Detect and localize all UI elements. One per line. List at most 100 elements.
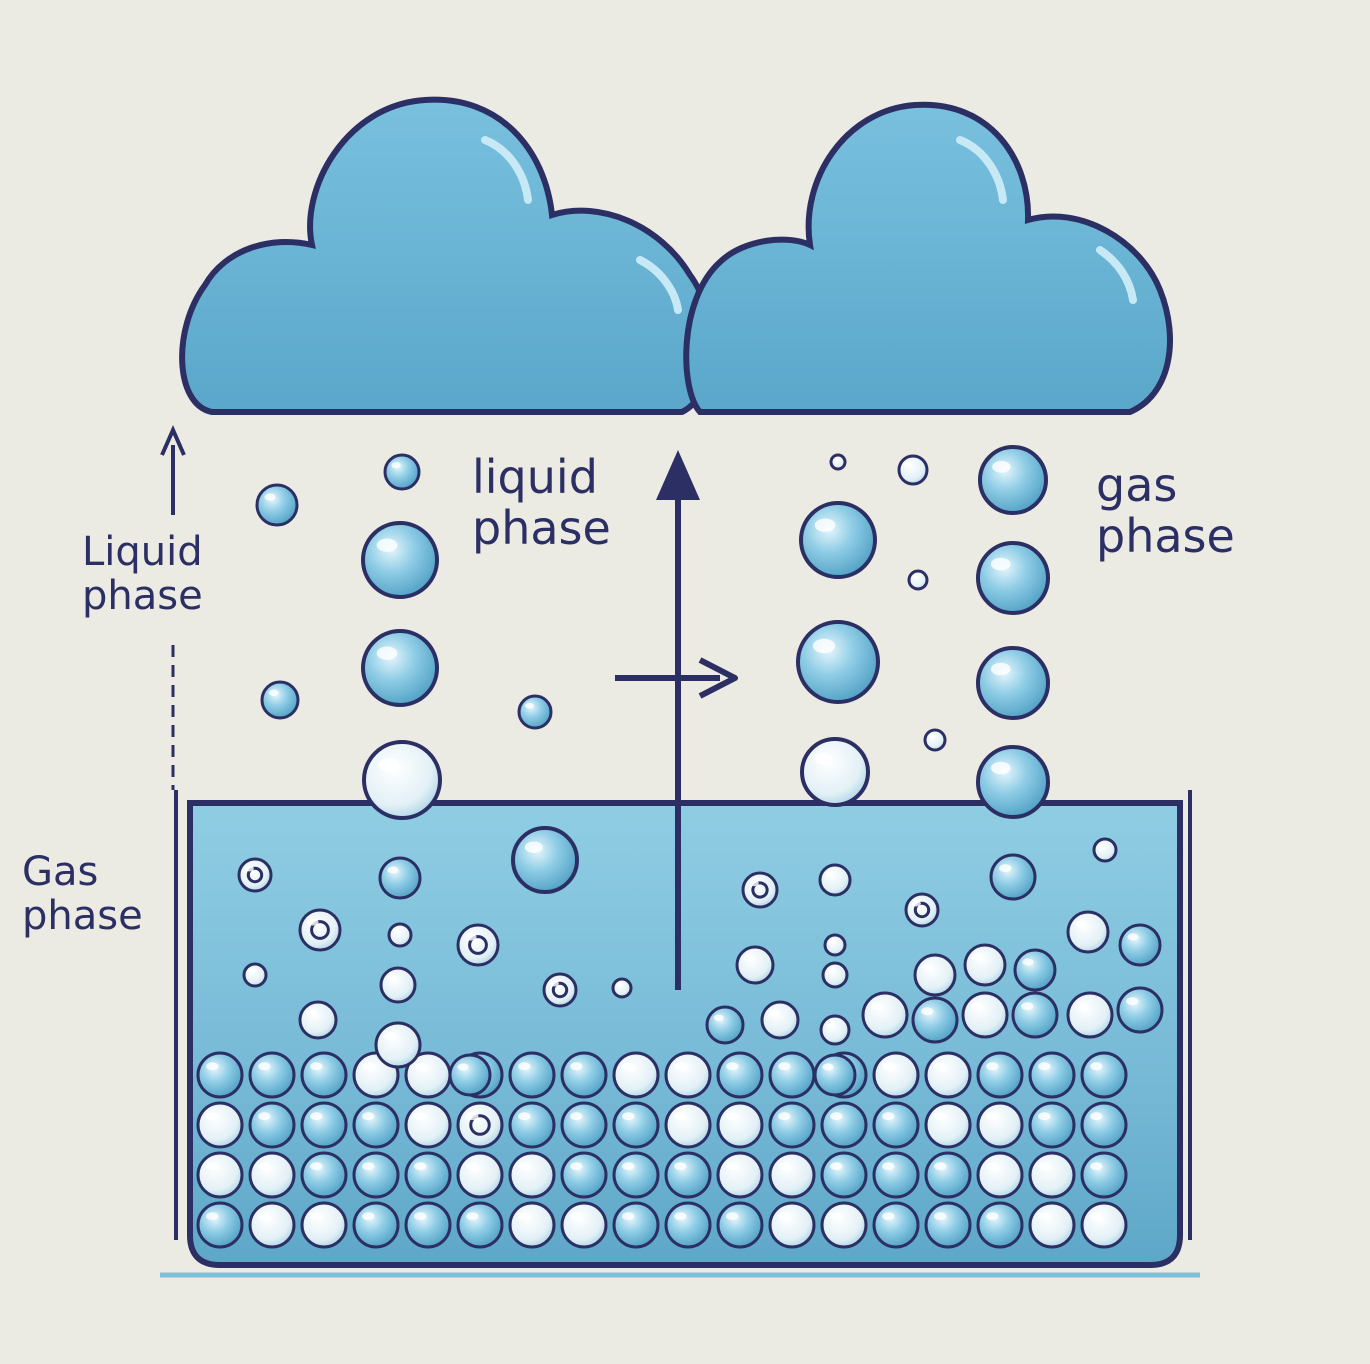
bubble-icon [741, 871, 779, 909]
bubble-icon [508, 1101, 556, 1149]
bubble-icon [813, 1053, 857, 1097]
bubble-icon [248, 1101, 296, 1149]
bubble-icon [1028, 1201, 1076, 1249]
bubble-icon [796, 620, 880, 704]
bubble-icon [387, 922, 413, 948]
bubble-icon [820, 1201, 868, 1249]
bubble-icon [298, 908, 342, 952]
bubble-icon [611, 977, 633, 999]
bubble-icon [1013, 948, 1057, 992]
bubble-icon [1028, 1051, 1076, 1099]
bubble-icon [508, 1201, 556, 1249]
bubble-icon [260, 680, 300, 720]
label-line: liquid [472, 450, 598, 504]
bubble-icon [542, 972, 578, 1008]
bubble-icon [560, 1201, 608, 1249]
bubble-icon [374, 1021, 422, 1069]
bubble-icon [248, 1051, 296, 1099]
bubble-icon [300, 1201, 348, 1249]
bubble-icon [976, 541, 1050, 615]
bubble-icon [1080, 1151, 1128, 1199]
bubble-icon [978, 445, 1048, 515]
arrow-up-center-icon [656, 450, 700, 990]
bubble-icon [1066, 991, 1114, 1039]
gas-bubbles [255, 445, 1050, 820]
bubble-icon [1080, 1051, 1128, 1099]
bubble-icon [768, 1101, 816, 1149]
bubble-icon [560, 1051, 608, 1099]
bubble-icon [976, 1201, 1024, 1249]
bubble-icon [508, 1051, 556, 1099]
bubble-icon [560, 1101, 608, 1149]
bubble-icon [612, 1051, 660, 1099]
bubble-icon [378, 856, 422, 900]
bubble-icon [1118, 923, 1162, 967]
bubble-icon [196, 1101, 244, 1149]
bubble-icon [456, 1201, 504, 1249]
bubble-icon [705, 1005, 745, 1045]
arrow-right-icon [615, 657, 738, 699]
bubble-icon [976, 646, 1050, 720]
bubble-icon [612, 1201, 660, 1249]
bubble-icon [963, 943, 1007, 987]
bubble-icon [907, 569, 929, 591]
bubble-icon [508, 1151, 556, 1199]
label-line: Gas [22, 849, 99, 895]
bubble-icon [716, 1151, 764, 1199]
bubble-icon [897, 454, 929, 486]
bubble-icon [820, 1151, 868, 1199]
bubble-icon [362, 740, 442, 820]
bubble-icon [976, 1151, 1024, 1199]
bubble-icon [612, 1151, 660, 1199]
bubble-icon [1116, 986, 1164, 1034]
bubble-icon [361, 629, 439, 707]
bubble-icon [913, 953, 957, 997]
bubble-icon [664, 1101, 712, 1149]
label-line: phase [1096, 508, 1235, 563]
bubble-icon [511, 826, 579, 894]
bubble-icon [664, 1051, 712, 1099]
bubble-icon [196, 1151, 244, 1199]
bubble-icon [361, 521, 439, 599]
bubble-icon [456, 923, 500, 967]
cloud-left-icon [179, 96, 714, 415]
label-liquid-phase-center: liquid phase [472, 452, 611, 553]
bubble-icon [352, 1151, 400, 1199]
bubble-icon [872, 1151, 920, 1199]
bubble-icon [1092, 837, 1118, 863]
bubble-icon [1080, 1201, 1128, 1249]
bubble-icon [196, 1201, 244, 1249]
label-line: Liquid [82, 529, 203, 575]
bubble-icon [248, 1201, 296, 1249]
bubble-icon [612, 1101, 660, 1149]
bubble-icon [404, 1101, 452, 1149]
label-line: gas [1096, 458, 1178, 512]
bubble-icon [298, 1000, 338, 1040]
bubble-icon [404, 1151, 452, 1199]
label-gas-phase-right: gas phase [1096, 460, 1235, 561]
bubble-icon [1080, 1101, 1128, 1149]
bubble-icon [976, 745, 1050, 819]
bubble-icon [768, 1201, 816, 1249]
bubble-icon [352, 1201, 400, 1249]
bubble-icon [300, 1101, 348, 1149]
bubble-icon [800, 737, 870, 807]
label-line: phase [82, 573, 203, 619]
bubble-icon [768, 1051, 816, 1099]
bubble-icon [976, 1101, 1024, 1149]
bubble-icon [872, 1101, 920, 1149]
label-line: phase [22, 893, 143, 939]
liquid-bubbles [196, 826, 1164, 1249]
bubble-icon [664, 1151, 712, 1199]
bubble-icon [379, 966, 417, 1004]
bubble-icon [911, 996, 959, 1044]
bubble-icon [861, 991, 909, 1039]
bubble-icon [976, 1051, 1024, 1099]
bubble-icon [989, 853, 1037, 901]
bubble-icon [242, 962, 268, 988]
bubble-icon [352, 1101, 400, 1149]
bubble-icon [1028, 1101, 1076, 1149]
bubble-icon [872, 1051, 920, 1099]
cloud-right-icon [683, 101, 1173, 415]
